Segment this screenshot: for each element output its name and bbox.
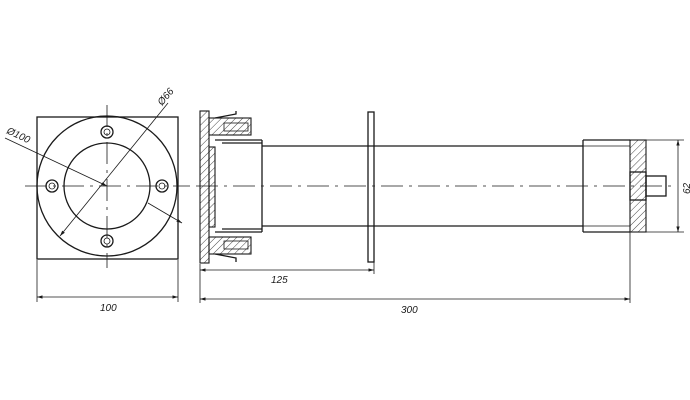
diameter-100-label: Ø100 [4, 125, 32, 146]
bolt-hole-top [100, 125, 114, 139]
top-clamp-lip [214, 111, 237, 119]
side-view: 125 300 62 [196, 110, 690, 316]
diameter-100-leader [4, 137, 108, 187]
left-flange-section [199, 110, 210, 264]
left-inner-ring [208, 146, 216, 228]
mounting-plate [367, 111, 375, 263]
bottom-clamp-lip [214, 253, 237, 262]
dim-300-label: 300 [401, 305, 418, 316]
diameter-66-arrow-2 [147, 202, 183, 224]
bottom-clamp-section [208, 236, 252, 255]
top-clamp-slot [223, 122, 249, 132]
bolt-hole-left [45, 179, 59, 193]
front-view: Ø100 Ø66 100 [4, 86, 190, 314]
width-100-label: 100 [100, 303, 117, 314]
dim-62-label: 62 [682, 182, 690, 194]
dim-125-label: 125 [271, 275, 288, 286]
diameter-66-label: Ø66 [155, 86, 177, 109]
diameter-66-leader [59, 102, 169, 237]
top-clamp-section [208, 117, 252, 136]
bottom-clamp-slot [223, 240, 249, 250]
